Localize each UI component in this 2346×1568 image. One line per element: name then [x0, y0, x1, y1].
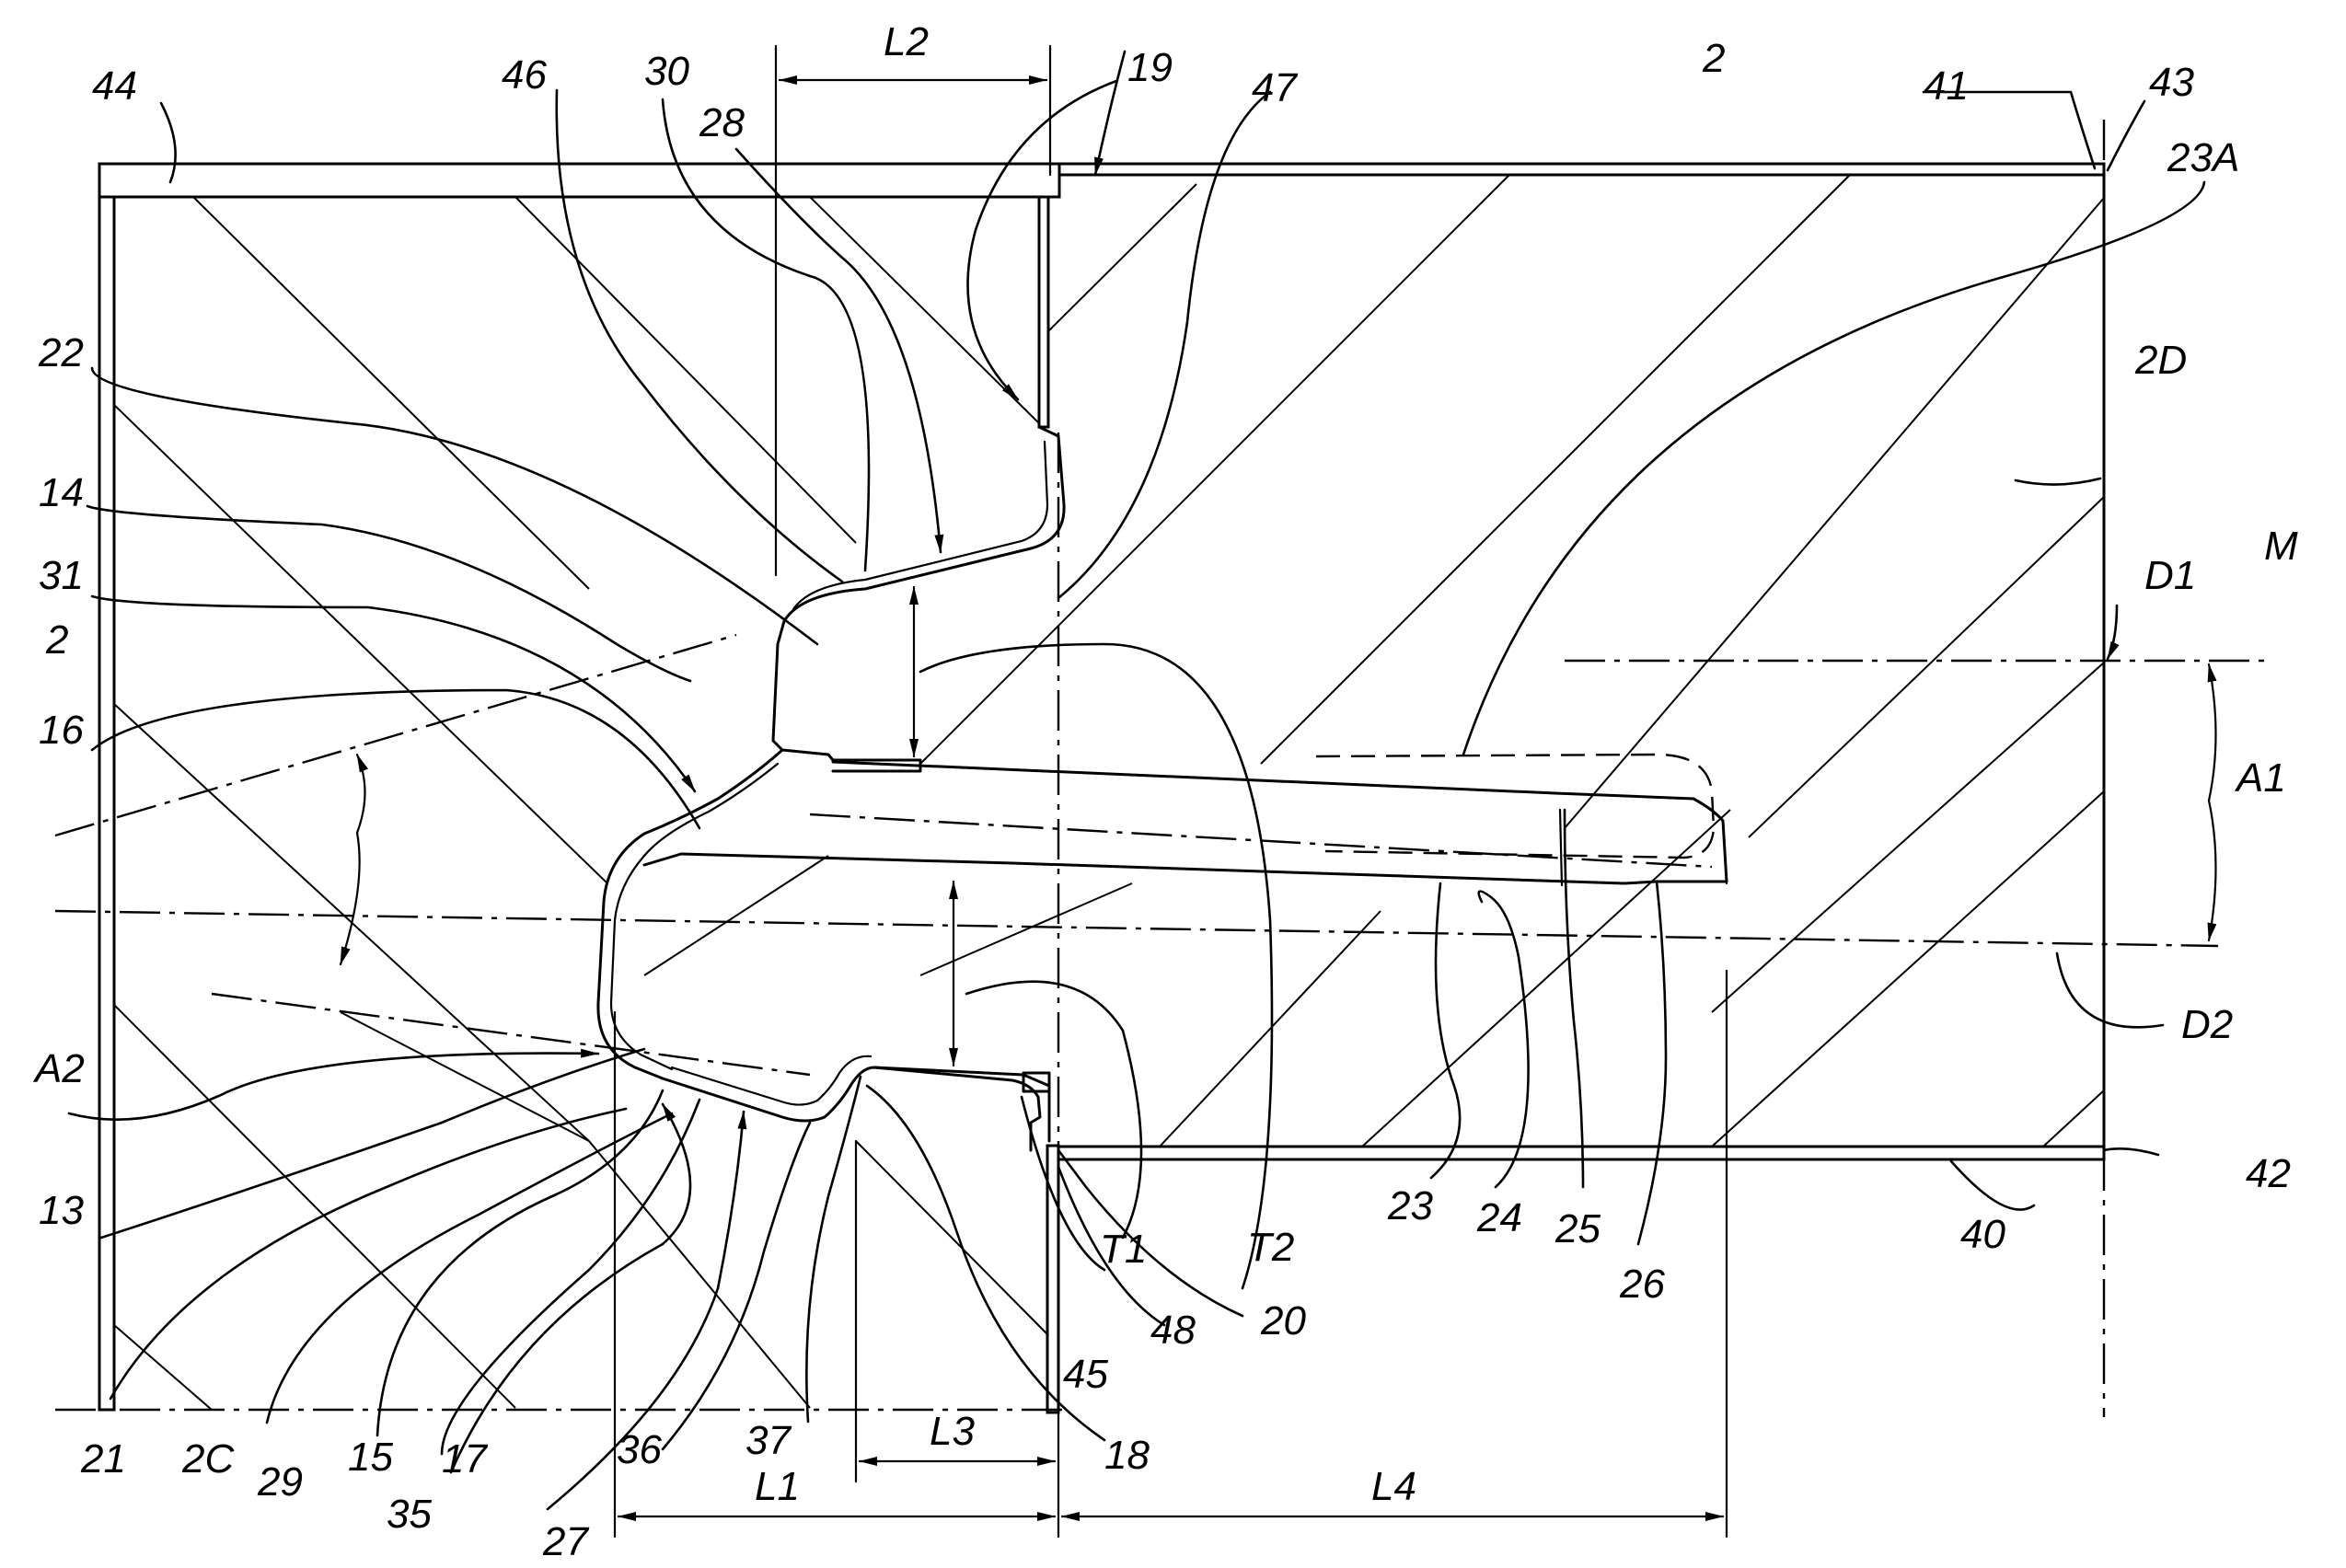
center-lines	[55, 120, 2264, 1417]
axis-lower-body	[212, 994, 810, 1075]
label-L2: L2	[884, 19, 929, 64]
label-43: 43	[2149, 60, 2194, 105]
bottom-wall-40	[1058, 1147, 2104, 1159]
label-28: 28	[699, 100, 745, 145]
label-24: 24	[1476, 1195, 1522, 1240]
contact-beam-bottom	[681, 854, 1624, 883]
label-44: 44	[92, 63, 137, 109]
label-19: 19	[1127, 45, 1173, 90]
label-T2: T2	[1247, 1225, 1294, 1270]
contact-nose-dashed	[1316, 755, 1714, 858]
label-45: 45	[1063, 1352, 1108, 1397]
label-L3: L3	[930, 1409, 975, 1454]
leader-lines	[69, 52, 2204, 1509]
label-L4: L4	[1371, 1464, 1416, 1509]
label-20: 20	[1260, 1298, 1306, 1343]
label-2-top: 2	[1702, 36, 1725, 81]
label-36: 36	[617, 1427, 662, 1472]
label-M: M	[2264, 524, 2298, 569]
lower-body-inner	[672, 1056, 871, 1105]
axis-D2	[55, 911, 2218, 946]
label-40: 40	[1960, 1212, 2005, 1257]
left-body-outer	[598, 750, 782, 1078]
label-15: 15	[348, 1435, 393, 1480]
label-14: 14	[39, 470, 84, 515]
label-18: 18	[1104, 1433, 1150, 1478]
label-41: 41	[1924, 63, 1969, 109]
label-29: 29	[257, 1459, 303, 1505]
label-2-left: 2	[45, 617, 68, 663]
label-37: 37	[745, 1418, 792, 1463]
label-L1: L1	[755, 1464, 800, 1509]
section-hatching	[114, 175, 2104, 1410]
left-body-lower	[644, 854, 681, 865]
label-42: 42	[2246, 1151, 2291, 1196]
inner-wall-19	[1039, 197, 1048, 427]
label-47: 47	[1252, 65, 1298, 110]
label-D2: D2	[2181, 1002, 2233, 1047]
label-21: 21	[80, 1436, 126, 1482]
label-25: 25	[1554, 1206, 1601, 1251]
label-46: 46	[502, 52, 547, 98]
axis-A2-upper	[55, 635, 736, 836]
contact-beam-step	[1560, 810, 1562, 885]
label-D1: D1	[2144, 553, 2196, 598]
upper-tongue	[773, 427, 1064, 760]
contact-beam-top	[833, 762, 1693, 799]
terminal-profile	[598, 427, 1727, 1150]
label-27: 27	[542, 1519, 589, 1564]
label-2C: 2C	[181, 1436, 235, 1482]
label-26: 26	[1619, 1262, 1665, 1307]
label-23: 23	[1387, 1183, 1433, 1228]
label-2D: 2D	[2134, 338, 2187, 383]
upper-tongue-inner	[793, 442, 1047, 609]
label-A2: A2	[32, 1046, 85, 1091]
label-22: 22	[38, 330, 84, 375]
housing	[99, 164, 2104, 1412]
label-T1: T1	[1100, 1227, 1147, 1272]
label-A1: A1	[2234, 755, 2286, 801]
top-wall-44	[99, 164, 1059, 197]
label-35: 35	[387, 1492, 432, 1537]
label-30: 30	[644, 49, 689, 94]
label-16: 16	[39, 708, 84, 753]
label-17: 17	[442, 1436, 488, 1482]
label-48: 48	[1150, 1308, 1196, 1353]
label-31: 31	[39, 553, 84, 598]
label-13: 13	[39, 1188, 84, 1233]
label-23A: 23A	[2167, 135, 2239, 180]
